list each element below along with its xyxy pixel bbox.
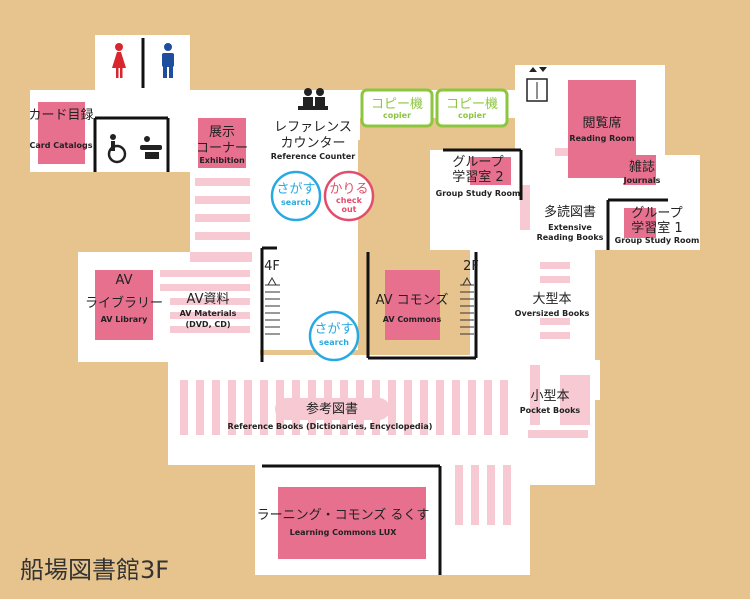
reference-staff-icon (298, 88, 328, 110)
journals-room (624, 155, 656, 185)
group-study-1-label-jp2: 学習室 1 (631, 220, 682, 236)
male-restroom-icon (164, 43, 172, 51)
reference-counter-label-jp1: レファレンス (274, 120, 352, 135)
wheelchair-icon (107, 134, 127, 164)
copier-2-label-en: copier (458, 111, 486, 120)
stairs-2f-label: 2F (463, 259, 479, 274)
group-study-2-label-en: Group Study Room (436, 189, 521, 198)
card-catalogs-label-en: Card Catalogs (30, 141, 93, 150)
service-circles (270, 170, 375, 362)
av-library-label-jp2: ライブラリー (85, 295, 163, 311)
search-1-label-jp: さがす (276, 182, 315, 197)
av-library-label-en: AV Library (101, 315, 148, 324)
walls (93, 38, 668, 575)
floor-title: 船場図書館3F (20, 556, 170, 584)
restroom-icons (107, 43, 548, 164)
reference-books-label-en: Reference Books (Dictionaries, Encyclope… (228, 422, 433, 431)
reference-counter-label-en: Reference Counter (271, 152, 356, 161)
group-study-1-label-en: Group Study Room (615, 236, 700, 245)
checkout-circle (323, 170, 375, 222)
reference-books-label-jp: 参考図書 (306, 401, 358, 417)
reading-room-label-jp: 閲覧席 (582, 115, 621, 131)
extensive-label-jp: 多読図書 (544, 204, 596, 220)
search-2-label-en: search (319, 338, 349, 347)
search-circle-1 (270, 170, 322, 222)
av-library-room (95, 270, 153, 340)
reading-room-label-en: Reading Room (569, 134, 634, 143)
journals-label-en: Journals (623, 176, 661, 185)
checkout-label-en2: out (341, 205, 356, 214)
elevator-icon (526, 67, 548, 102)
rooms (38, 80, 656, 559)
av-commons-room (385, 270, 440, 340)
journals-label-jp: 雑誌 (629, 159, 655, 175)
search-circle-2 (308, 310, 360, 362)
oversized-label-jp: 大型本 (532, 292, 571, 307)
search-1-label-en: search (281, 198, 311, 207)
group-study-1-room (624, 208, 656, 238)
map-labels: カード目録 Card Catalogs 展示 コーナー Exhibition レ… (28, 97, 699, 537)
search-2-label-jp: さがす (314, 322, 353, 337)
copier-1 (360, 88, 434, 128)
exhibition-room (198, 118, 246, 168)
female-restroom-icon (115, 43, 123, 51)
group-study-2-room (470, 157, 511, 185)
lux-label-en: Learning Commons LUX (290, 528, 398, 537)
card-catalogs-label-jp: カード目録 (28, 108, 93, 123)
bookshelves (160, 148, 613, 438)
copier-boxes (360, 88, 509, 128)
av-materials-label-en1: AV Materials (180, 309, 237, 318)
av-materials-label-jp: AV資料 (187, 292, 230, 307)
copier-1-label-en: copier (383, 111, 411, 120)
copier-2 (435, 88, 509, 128)
group-study-2-label-jp2: 学習室 2 (452, 169, 503, 185)
card-catalogs-room (38, 102, 85, 164)
exhibition-label-jp1: 展示 (209, 125, 235, 140)
baby-changing-icon (140, 136, 162, 159)
lux-label-jp: ラーニング・コモンズ るくす (257, 507, 430, 523)
exhibition-label-jp2: コーナー (196, 141, 248, 156)
pocket-label-jp: 小型本 (530, 389, 569, 404)
learning-commons-lux-room (278, 487, 426, 559)
checkout-label-en1: check (336, 196, 363, 205)
extensive-label-en1: Extensive (548, 223, 592, 232)
av-commons-label-en: AV Commons (383, 315, 442, 324)
stairs-icon (265, 276, 474, 335)
exhibition-label-en: Exhibition (199, 156, 245, 165)
av-library-label-jp1: AV (116, 273, 133, 288)
group-study-2-label-jp1: グループ (452, 155, 503, 170)
copier-1-label-jp: コピー機 (371, 97, 423, 112)
checkout-label-jp: かりる (329, 182, 368, 197)
reference-counter-label-jp2: カウンター (280, 136, 345, 151)
reference-shelves (180, 380, 511, 525)
av-commons-label-jp: AV コモンズ (376, 292, 449, 308)
av-materials-label-en2: (DVD, CD) (185, 320, 230, 329)
oversized-label-en: Oversized Books (515, 309, 590, 318)
extensive-label-en2: Reading Books (537, 233, 604, 242)
group-study-1-label-jp1: グループ (631, 206, 682, 221)
pocket-label-en: Pocket Books (520, 406, 581, 415)
stairs-4f-label: 4F (264, 259, 280, 274)
copier-2-label-jp: コピー機 (446, 97, 498, 112)
